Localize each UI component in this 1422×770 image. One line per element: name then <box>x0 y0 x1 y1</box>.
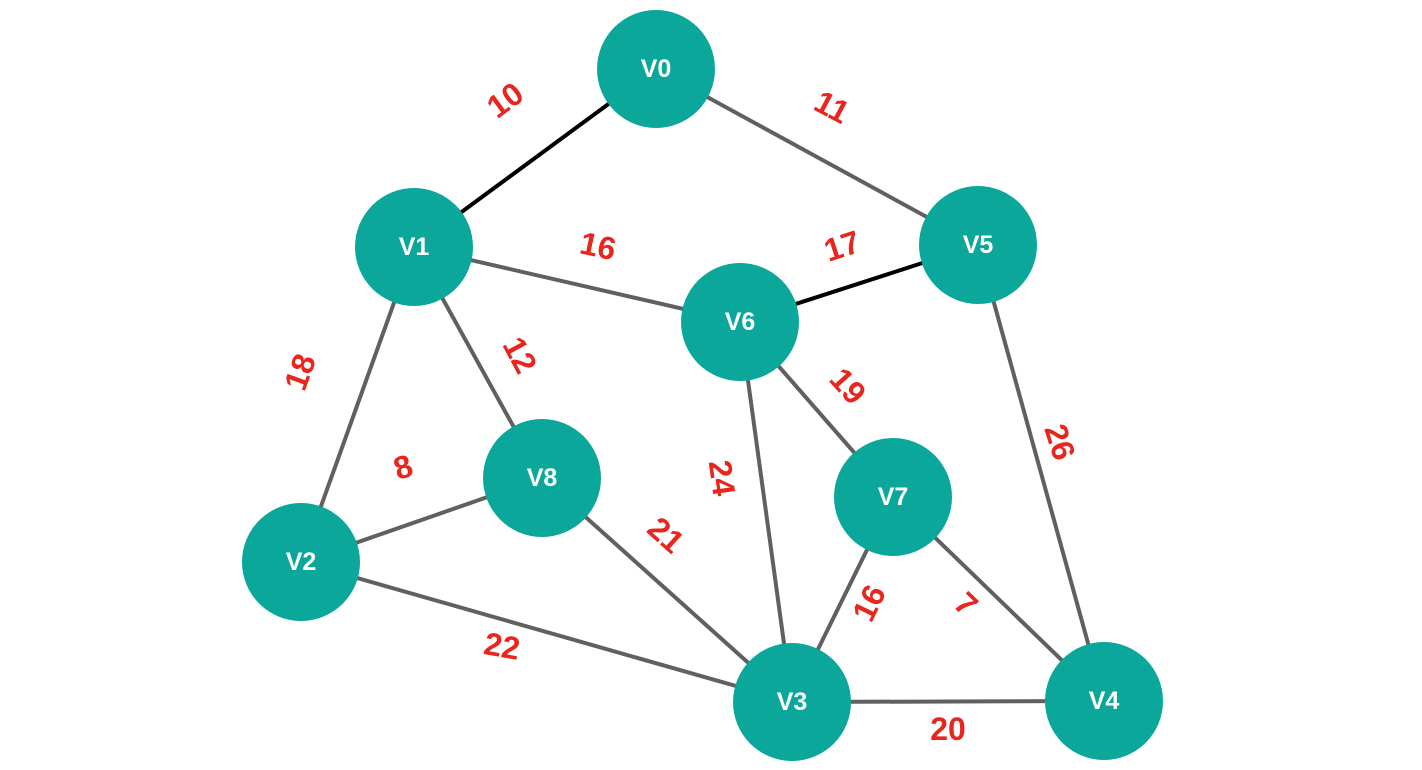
node-v4: V4 <box>1045 642 1163 760</box>
weight-v1-v6: 16 <box>577 225 619 268</box>
node-label: V4 <box>1089 687 1120 715</box>
node-label: V2 <box>286 548 317 576</box>
node-circle <box>483 419 601 537</box>
weight-v1-v2: 18 <box>277 349 323 395</box>
edge-v0-v5 <box>654 67 980 247</box>
weight-v2-v3: 22 <box>481 625 522 667</box>
weight-v5-v6: 17 <box>820 223 865 268</box>
node-v6: V6 <box>681 263 799 381</box>
weight-v1-v8: 12 <box>496 331 544 379</box>
node-label: V6 <box>725 308 756 336</box>
node-circle <box>834 438 952 556</box>
node-v8: V8 <box>483 419 601 537</box>
node-label: V3 <box>777 688 808 716</box>
node-circle <box>242 503 360 621</box>
node-v1: V1 <box>355 188 473 306</box>
node-v0: V0 <box>597 10 715 128</box>
weight-v6-v7: 19 <box>823 361 874 412</box>
weight-v3-v4: 20 <box>930 711 966 747</box>
edge-v5-v4 <box>976 243 1106 703</box>
node-label: V1 <box>399 233 430 261</box>
node-circle <box>733 643 851 761</box>
edge-weights: 10 11 16 17 18 12 19 26 8 24 21 16 7 22 … <box>277 75 1083 747</box>
weight-v6-v3: 24 <box>702 458 743 498</box>
weight-v5-v4: 26 <box>1037 420 1082 465</box>
weight-v8-v3: 21 <box>641 510 692 561</box>
node-label: V7 <box>878 483 909 511</box>
node-circle <box>1045 642 1163 760</box>
node-v7: V7 <box>834 438 952 556</box>
weight-v2-v8: 8 <box>389 447 417 487</box>
node-v5: V5 <box>919 186 1037 304</box>
node-v2: V2 <box>242 503 360 621</box>
node-circle <box>919 186 1037 304</box>
node-label: V8 <box>527 464 558 492</box>
weight-v0-v5: 11 <box>809 83 856 131</box>
weight-v7-v3: 16 <box>845 579 893 627</box>
edge-v6-v3 <box>738 320 794 704</box>
node-circle <box>681 263 799 381</box>
node-circle <box>355 188 473 306</box>
node-circle <box>597 10 715 128</box>
node-v3: V3 <box>733 643 851 761</box>
node-label: V5 <box>963 231 994 259</box>
weight-v7-v4: 7 <box>947 585 985 623</box>
edges <box>299 67 1106 704</box>
edge-v2-v3 <box>299 560 794 704</box>
node-label: V0 <box>641 55 672 83</box>
weight-v0-v1: 10 <box>480 75 530 125</box>
nodes: V0 V1 V2 V3 V4 V5 V6 V7 <box>242 10 1163 761</box>
